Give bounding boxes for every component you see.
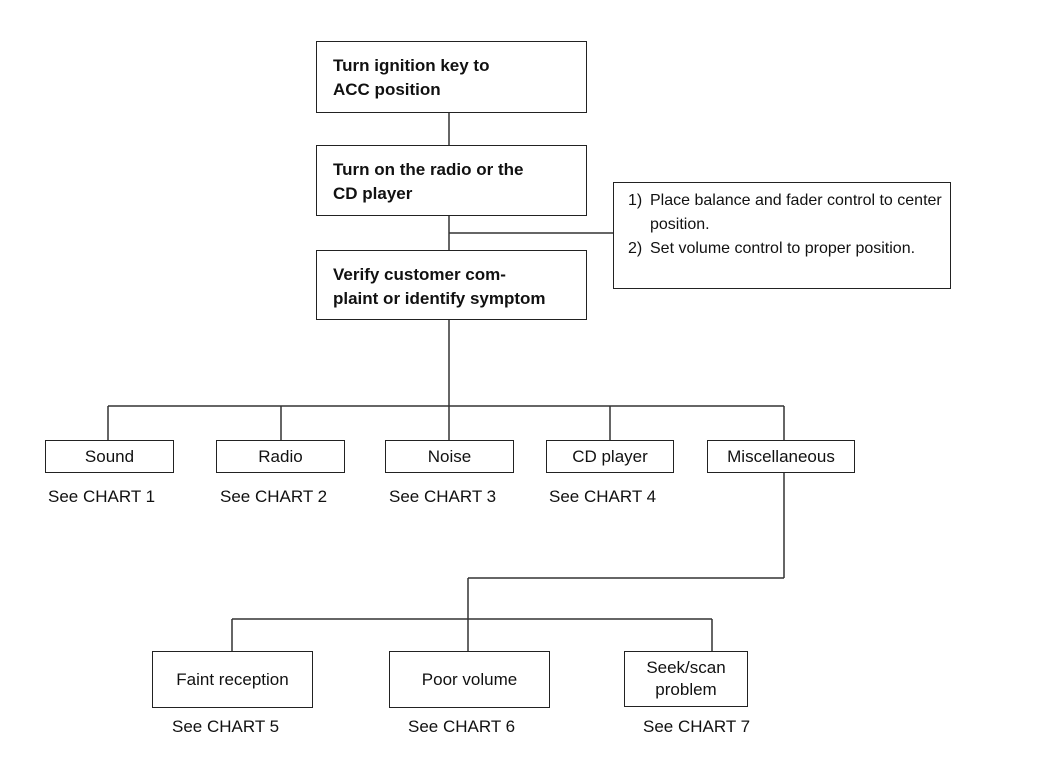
category-sound-label: Sound bbox=[84, 446, 135, 466]
category-miscellaneous-label: Miscellaneous bbox=[727, 446, 835, 466]
subcategory-seek-scan-box: Seek/scan problem bbox=[624, 651, 748, 707]
step-verify-line-1: Verify customer com- bbox=[333, 265, 506, 284]
subcategory-seek-scan-label: Seek/scan problem bbox=[646, 658, 726, 699]
step-ignition-line-1: Turn ignition key to bbox=[333, 56, 490, 75]
chart-ref-faint-reception: See CHART 5 bbox=[172, 717, 280, 736]
subcategory-poor-volume-label: Poor volume bbox=[421, 669, 518, 689]
step-ignition-line-2: ACC position bbox=[333, 80, 441, 99]
category-noise-box: Noise bbox=[385, 440, 514, 473]
chart-ref-noise: See CHART 3 bbox=[389, 487, 497, 506]
category-radio-label: Radio bbox=[258, 446, 303, 466]
subcategory-faint-reception-box: Faint reception bbox=[152, 651, 313, 708]
category-radio-box: Radio bbox=[216, 440, 345, 473]
note-item-2-number: 2) bbox=[628, 240, 643, 257]
step-verify-box: Verify customer com- plaint or identify … bbox=[316, 250, 587, 320]
chart-ref-sound: See CHART 1 bbox=[48, 487, 156, 506]
note-box: 1) Place balance and fader control to ce… bbox=[613, 182, 951, 289]
note-item-1: 1) Place balance and fader control to ce… bbox=[628, 189, 950, 237]
subcategory-faint-reception-label: Faint reception bbox=[176, 669, 289, 689]
category-cd-player-label: CD player bbox=[572, 446, 648, 466]
chart-ref-cd-player: See CHART 4 bbox=[549, 487, 657, 506]
chart-ref-radio: See CHART 2 bbox=[220, 487, 328, 506]
note-item-2-text: Set volume control to proper position. bbox=[650, 240, 916, 257]
category-miscellaneous-box: Miscellaneous bbox=[707, 440, 855, 473]
subcategory-poor-volume-box: Poor volume bbox=[389, 651, 550, 708]
note-item-1-text: Place balance and fader control to cente… bbox=[650, 192, 942, 233]
step-radio-box: Turn on the radio or the CD player bbox=[316, 145, 587, 216]
chart-ref-poor-volume: See CHART 6 bbox=[408, 717, 516, 736]
category-cd-player-box: CD player bbox=[546, 440, 674, 473]
step-ignition-box: Turn ignition key to ACC position bbox=[316, 41, 587, 113]
step-radio-line-1: Turn on the radio or the bbox=[333, 160, 524, 179]
category-sound-box: Sound bbox=[45, 440, 174, 473]
step-verify-line-2: plaint or identify symptom bbox=[333, 289, 546, 308]
chart-ref-seek-scan: See CHART 7 bbox=[643, 717, 751, 736]
note-item-1-number: 1) bbox=[628, 192, 643, 209]
category-noise-label: Noise bbox=[427, 446, 472, 466]
step-radio-line-2: CD player bbox=[333, 184, 413, 203]
note-item-2: 2) Set volume control to proper position… bbox=[628, 237, 950, 261]
